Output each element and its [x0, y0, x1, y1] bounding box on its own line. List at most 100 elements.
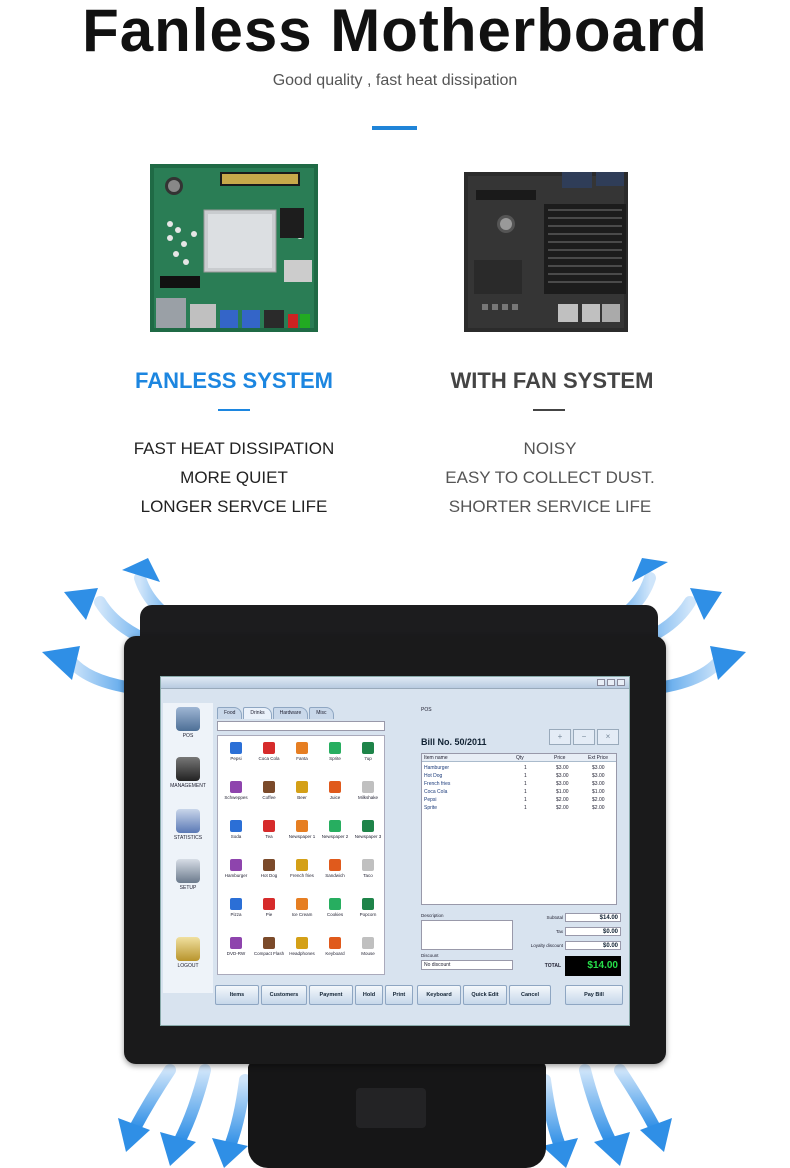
product-icon — [263, 937, 275, 949]
action-bar: Items Customers Payment Hold Print Keybo… — [215, 985, 625, 1007]
table-cell: French fries — [424, 781, 451, 787]
keyboard-button[interactable]: Keyboard — [417, 985, 461, 1005]
table-header: Item name Qty Price Ext Price — [422, 754, 616, 762]
description-label: Description — [421, 913, 444, 918]
product-tile[interactable]: Keyboard — [319, 937, 351, 956]
monitor-bezel: POS MANAGEMENT STATISTICS SETUP LOGOUT — [124, 636, 666, 1064]
pay-bill-button[interactable]: Pay Bill — [565, 985, 623, 1005]
product-tile[interactable]: Milkshake — [352, 781, 384, 800]
sidebar-item-management[interactable]: MANAGEMENT — [163, 757, 213, 789]
fan-point: SHORTER SERVICE LIFE — [448, 497, 652, 516]
product-tile[interactable]: Schweppes — [220, 781, 252, 800]
product-search-input[interactable] — [217, 721, 385, 731]
product-label: Sprite — [329, 756, 341, 761]
product-tile[interactable]: Compact Flash — [253, 937, 285, 956]
payment-button[interactable]: Payment — [309, 985, 353, 1005]
product-tile[interactable]: Soda — [220, 820, 252, 839]
page-title: Fanless Motherboard — [82, 0, 708, 64]
product-tile[interactable]: 7up — [352, 742, 384, 761]
product-icon — [296, 937, 308, 949]
product-tile[interactable]: Coca Cola — [253, 742, 285, 761]
sidebar-item-logout[interactable]: LOGOUT — [163, 937, 213, 969]
add-icon[interactable]: + — [549, 729, 571, 745]
fan-divider — [533, 409, 565, 411]
product-icon — [329, 859, 341, 871]
product-tile[interactable]: Sandwich — [319, 859, 351, 878]
tab-food[interactable]: Food — [217, 707, 243, 719]
product-tile[interactable]: Hot Dog — [253, 859, 285, 878]
maximize-icon[interactable] — [607, 679, 615, 686]
table-cell: Hot Dog — [424, 773, 443, 779]
product-tile[interactable]: Mouse — [352, 937, 384, 956]
table-cell: Hamburger — [424, 765, 450, 771]
product-tile[interactable]: Ice Cream — [286, 898, 318, 917]
product-tile[interactable]: DVD-RW — [220, 937, 252, 956]
product-tile[interactable]: Sprite — [319, 742, 351, 761]
product-tile[interactable]: Popcorn — [352, 898, 384, 917]
product-icon — [329, 781, 341, 793]
minimize-icon[interactable] — [597, 679, 605, 686]
quick-edit-button[interactable]: Quick Edit — [463, 985, 507, 1005]
product-tile[interactable]: Coffee — [253, 781, 285, 800]
table-cell: Coca Cola — [424, 789, 448, 795]
product-label: DVD-RW — [226, 951, 246, 956]
product-tile[interactable]: Newspaper 3 — [352, 820, 384, 839]
product-tile[interactable]: Newspaper 1 — [286, 820, 318, 839]
hold-button[interactable]: Hold — [355, 985, 383, 1005]
discount-select[interactable]: No discount — [421, 960, 513, 970]
product-tile[interactable]: Cookies — [319, 898, 351, 917]
product-label: Popcorn — [359, 912, 377, 917]
product-icon — [329, 898, 341, 910]
product-label: Compact Flash — [253, 951, 285, 956]
product-tile[interactable]: Beer — [286, 781, 318, 800]
tab-misc[interactable]: Misc — [309, 707, 334, 719]
product-label: Soda — [230, 834, 242, 839]
remove-icon[interactable]: × — [597, 729, 619, 745]
product-tile[interactable]: Taco — [352, 859, 384, 878]
close-icon[interactable] — [617, 679, 625, 686]
product-tile[interactable]: Pizza — [220, 898, 252, 917]
product-tile[interactable]: French fries — [286, 859, 318, 878]
cancel-button[interactable]: Cancel — [509, 985, 551, 1005]
table-cell: $1.00 — [592, 789, 605, 795]
product-icon — [296, 859, 308, 871]
stand-neck — [356, 1088, 426, 1128]
product-icon — [362, 820, 374, 832]
sidebar-item-setup[interactable]: SETUP — [163, 859, 213, 891]
sidebar-item-label: SETUP — [179, 885, 197, 891]
product-tile[interactable]: Tea — [253, 820, 285, 839]
product-label: Schweppes — [224, 795, 248, 800]
product-tile[interactable]: Headphones — [286, 937, 318, 956]
table-cell: 1 — [524, 805, 527, 811]
product-tile[interactable]: Pie — [253, 898, 285, 917]
description-field[interactable] — [421, 920, 513, 950]
product-tile[interactable]: Fanta — [286, 742, 318, 761]
column-header: Price — [554, 755, 566, 761]
product-tile[interactable]: Newspaper 2 — [319, 820, 351, 839]
product-label: Milkshake — [357, 795, 378, 800]
minus-icon[interactable]: − — [573, 729, 595, 745]
tax-label: Tax — [555, 929, 563, 934]
sidebar-item-pos[interactable]: POS — [163, 707, 213, 739]
table-cell: 1 — [524, 765, 527, 771]
column-header: Qty — [516, 755, 524, 761]
product-tile[interactable]: Juice — [319, 781, 351, 800]
product-tile[interactable]: Pepsi — [220, 742, 252, 761]
items-button[interactable]: Items — [215, 985, 259, 1005]
customers-button[interactable]: Customers — [261, 985, 307, 1005]
table-cell: $3.00 — [556, 773, 569, 779]
product-tile[interactable]: Hamburger — [220, 859, 252, 878]
sidebar-item-statistics[interactable]: STATISTICS — [163, 809, 213, 841]
table-cell: $2.00 — [556, 797, 569, 803]
tab-drinks[interactable]: Drinks — [243, 707, 272, 719]
product-label: Taco — [363, 873, 373, 878]
print-button[interactable]: Print — [385, 985, 413, 1005]
tab-hardware[interactable]: Hardware — [272, 707, 309, 719]
table-cell: $2.00 — [592, 797, 605, 803]
